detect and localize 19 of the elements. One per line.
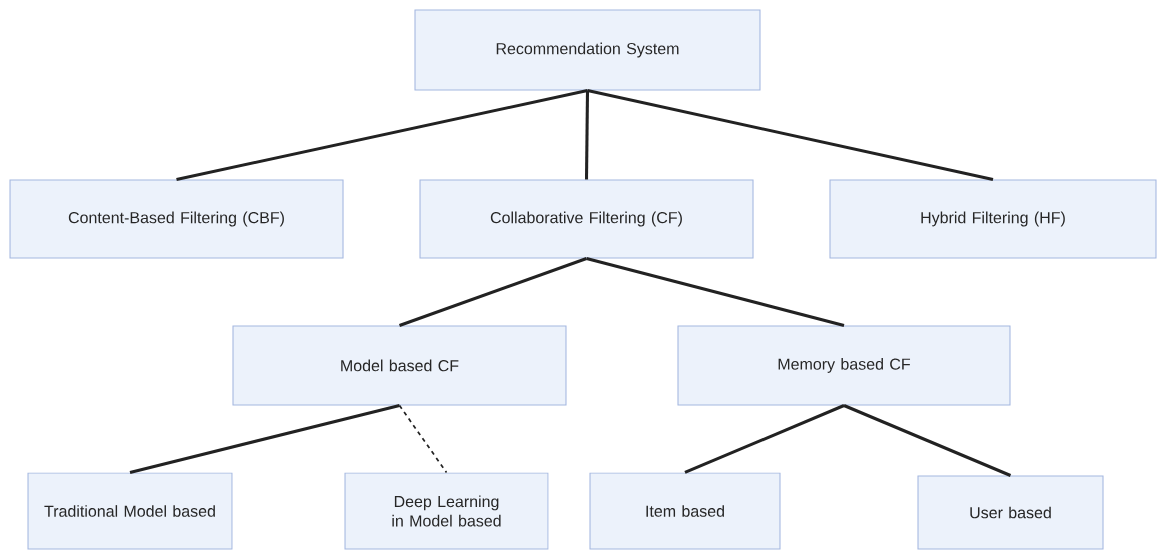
connector-line [843, 404, 1012, 477]
category-box: Memory based CF [677, 325, 1011, 406]
connector-line [684, 404, 845, 474]
connector-line [584, 90, 590, 180]
connector-line [587, 89, 994, 181]
connector-line [129, 404, 400, 474]
category-box: Hybrid Filtering (HF) [829, 179, 1157, 259]
category-box: Traditional Model based [27, 472, 233, 550]
category-box: Collaborative Filtering (CF) [419, 179, 754, 259]
category-box: Model based CF [232, 325, 567, 406]
connector-line [398, 404, 448, 474]
connector-line [399, 257, 588, 327]
category-box: Content-Based Filtering (CBF) [9, 179, 344, 259]
connector-line [586, 257, 845, 327]
category-box: Deep Learning in Model based [344, 472, 549, 550]
category-box: Item based [589, 472, 781, 550]
connector-line [176, 89, 588, 181]
category-box: Recommendation System [414, 9, 761, 91]
category-box: User based [917, 475, 1104, 550]
